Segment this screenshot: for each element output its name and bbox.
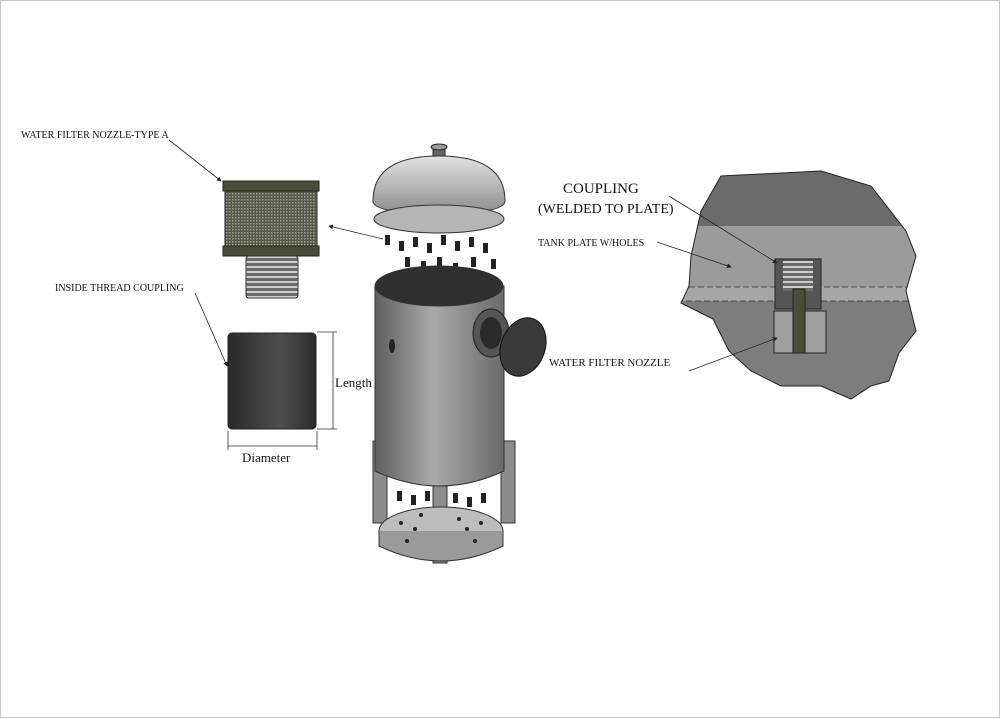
- detail-leaders: [656, 195, 778, 372]
- leader-coupling: [194, 292, 228, 367]
- nozzle-type-a-drawing: [222, 180, 320, 299]
- label-tank-plate: TANK PLATE W/HOLES: [538, 238, 644, 249]
- leader-nozzle-to-tank: [328, 224, 384, 240]
- filter-tank-drawing: [372, 143, 547, 564]
- label-water-filter-nozzle: WATER FILTER NOZZLE: [549, 357, 670, 369]
- label-inside-thread-coupling: INSIDE THREAD COUPLING: [55, 283, 184, 294]
- dimension-lines: [227, 331, 337, 450]
- label-nozzle-type-a: WATER FILTER NOZZLE-TYPE A: [21, 130, 169, 141]
- lower-nozzles: [397, 491, 486, 543]
- leader-nozzle-type-a: [168, 139, 222, 182]
- inside-thread-coupling-drawing: [227, 332, 317, 430]
- coupling-detail-view: [680, 170, 917, 400]
- label-coupling: COUPLING: [563, 181, 639, 197]
- label-welded-to-plate: (WELDED TO PLATE): [538, 202, 674, 217]
- label-diameter: Diameter: [242, 450, 291, 465]
- label-length: Length: [335, 375, 372, 390]
